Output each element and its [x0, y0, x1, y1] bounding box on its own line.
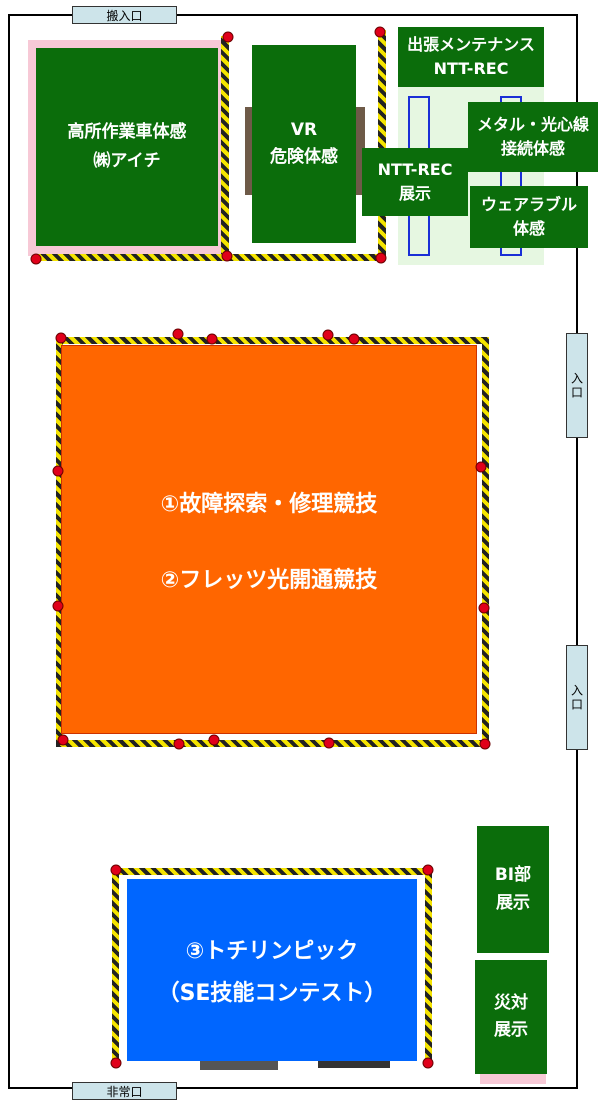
hazard-rope	[425, 868, 432, 1064]
se-contest-title: ③トチリンピック	[185, 939, 359, 964]
marker-pin	[55, 332, 67, 344]
marker-pin	[422, 1057, 434, 1069]
competition-title-2: ②フレッツ光開通競技	[160, 567, 378, 593]
metal-optical-booth: メタル・光心線 接続体感	[468, 102, 598, 172]
main-competition-area: ①故障探索・修理競技 ②フレッツ光開通競技	[61, 345, 477, 734]
hazard-rope	[56, 337, 63, 745]
marker-pin	[57, 734, 69, 746]
marker-pin	[206, 333, 218, 345]
marker-pin	[30, 253, 42, 265]
marker-pin	[172, 328, 184, 340]
marker-pin	[479, 738, 491, 750]
right-entrance-door-2: 入口	[566, 645, 588, 750]
marker-pin	[52, 600, 64, 612]
hazard-rope	[112, 868, 432, 875]
hazard-rope	[112, 868, 119, 1064]
table-block	[200, 1058, 278, 1070]
marker-pin	[422, 864, 434, 876]
emergency-exit-door: 非常口	[72, 1082, 177, 1100]
hazard-rope	[221, 36, 229, 258]
marker-pin	[475, 461, 487, 473]
bi-exhibit-booth: BI部 展示	[477, 826, 549, 953]
marker-pin	[173, 738, 185, 750]
hazard-rope	[56, 740, 488, 747]
marker-pin	[208, 734, 220, 746]
hazard-rope	[58, 337, 486, 344]
aerial-vehicle-booth: 高所作業車体感 ㈱アイチ	[36, 48, 218, 246]
ntt-rec-exhibit-booth: NTT-REC 展示	[362, 148, 468, 216]
marker-pin	[110, 1057, 122, 1069]
se-contest-area: ③トチリンピック （SE技能コンテスト）	[127, 879, 417, 1061]
disaster-exhibit-booth: 災対 展示	[475, 960, 547, 1074]
vr-booth: VR 危険体感	[252, 45, 356, 243]
marker-pin	[478, 602, 490, 614]
right-entrance-door-1: 入口	[566, 333, 588, 438]
marker-pin	[110, 864, 122, 876]
marker-pin	[374, 26, 386, 38]
hall-outline	[8, 14, 578, 1089]
marker-pin	[221, 250, 233, 262]
table-block	[318, 1058, 390, 1068]
competition-title-1: ①故障探索・修理競技	[160, 491, 378, 517]
marker-pin	[322, 329, 334, 341]
marker-pin	[222, 31, 234, 43]
se-contest-subtitle: （SE技能コンテスト）	[157, 981, 387, 1006]
hazard-rope	[378, 30, 386, 260]
hazard-rope	[36, 254, 382, 261]
wearable-booth: ウェアラブル 体感	[470, 186, 588, 248]
marker-pin	[52, 465, 64, 477]
marker-pin	[323, 737, 335, 749]
hazard-rope	[482, 337, 489, 745]
top-entrance-door: 搬入口	[72, 6, 177, 24]
marker-pin	[348, 333, 360, 345]
marker-pin	[375, 252, 387, 264]
ntt-rec-header: 出張メンテナンス NTT-REC	[398, 27, 544, 87]
table-outline-right	[500, 96, 522, 256]
